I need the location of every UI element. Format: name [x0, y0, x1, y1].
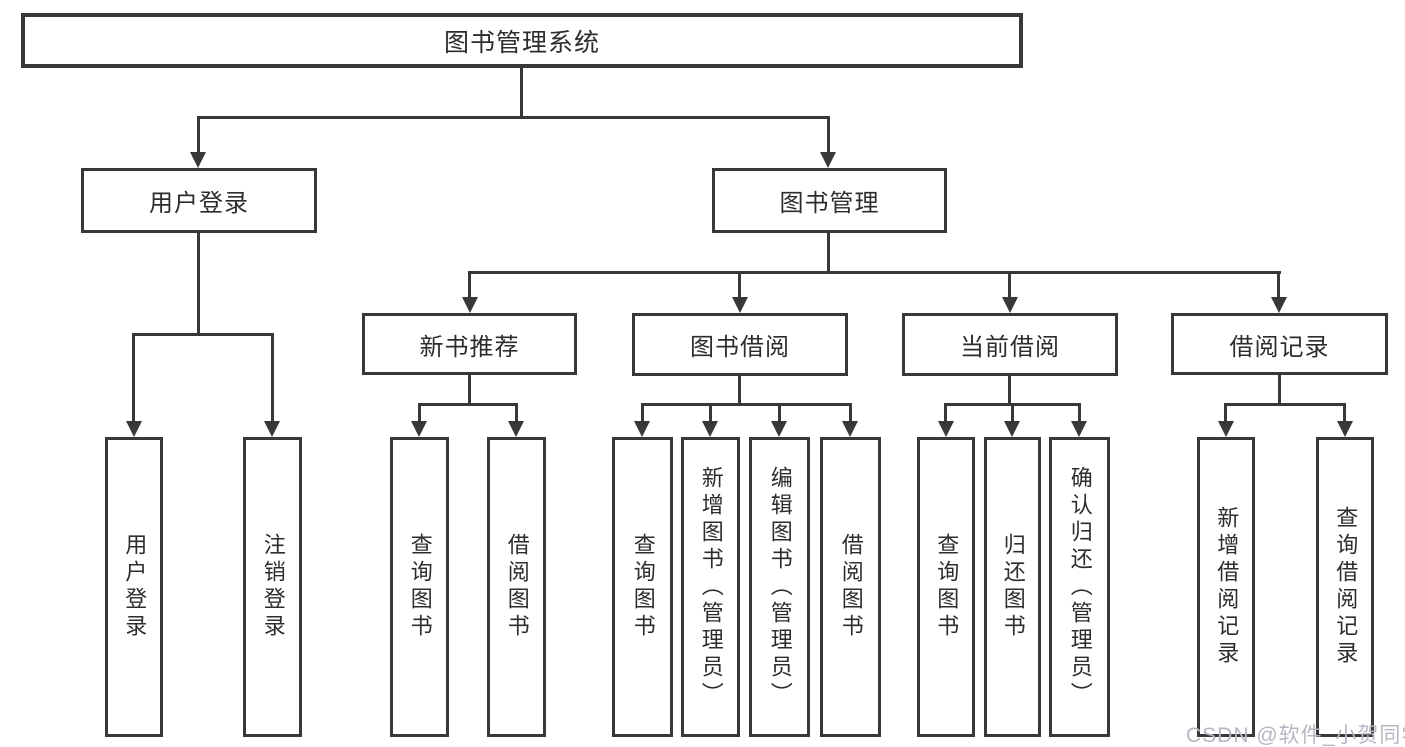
leaf-confirm-return-admin: 确认归还（管理员） — [1049, 437, 1110, 737]
arrow-to-leaf-login — [126, 421, 142, 437]
connector-records-stub-2 — [1343, 403, 1346, 421]
arrow-records-leaf-1 — [1218, 421, 1234, 437]
arrow-currentborrow-leaf-2 — [1004, 421, 1020, 437]
leaf-return-books-label: 归还图书 — [1000, 533, 1026, 641]
leaf-logout-label: 注销登录 — [260, 533, 286, 641]
arrow-to-new-books — [462, 297, 478, 313]
leaf-query-books-1-label: 查询图书 — [407, 533, 433, 641]
connector-currentborrow-stub-2 — [1011, 403, 1014, 421]
leaf-add-books-admin-label: 新增图书（管理员） — [698, 465, 724, 709]
arrow-to-leaf-logout — [264, 421, 280, 437]
node-new-book-recommend-label: 新书推荐 — [419, 333, 520, 361]
arrow-to-book-borrow — [732, 297, 748, 313]
arrow-currentborrow-leaf-3 — [1071, 421, 1087, 437]
connector-bookborrow-stub-3 — [778, 403, 781, 421]
node-library-system-label: 图书管理系统 — [443, 28, 600, 57]
leaf-query-borrow-record: 查询借阅记录 — [1316, 437, 1374, 737]
node-borrowing-records: 借阅记录 — [1171, 313, 1388, 375]
connector-bookborrow-branch — [641, 403, 851, 406]
connector-userlogin-branch — [132, 333, 274, 336]
connector-bookmgmt-branch — [468, 271, 1281, 274]
node-new-book-recommend: 新书推荐 — [362, 313, 577, 375]
connector-bookborrow-stub-4 — [849, 403, 852, 421]
connector-to-new-books — [468, 271, 471, 299]
arrow-bookborrow-leaf-1 — [634, 421, 650, 437]
connector-newbooks-stub-1 — [418, 403, 421, 421]
leaf-query-books-3: 查询图书 — [917, 437, 975, 737]
arrow-bookborrow-leaf-2 — [702, 421, 718, 437]
connector-newbooks-drop — [468, 375, 471, 406]
connector-to-borrow-records — [1277, 271, 1280, 299]
connector-to-book-mgmt — [827, 116, 830, 155]
leaf-query-borrow-record-label: 查询借阅记录 — [1333, 506, 1359, 668]
leaf-confirm-return-admin-label: 确认归还（管理员） — [1067, 465, 1093, 709]
node-user-login-label: 用户登录 — [149, 190, 249, 217]
node-current-borrowing-label: 当前借阅 — [960, 334, 1060, 361]
connector-bookborrow-drop — [738, 376, 741, 406]
node-user-login: 用户登录 — [81, 168, 317, 233]
arrow-to-borrow-records — [1271, 297, 1287, 313]
connector-to-current-borrow — [1008, 271, 1011, 299]
leaf-logout: 注销登录 — [243, 437, 302, 737]
node-book-borrowing-label: 图书借阅 — [690, 334, 790, 361]
leaf-query-books-1: 查询图书 — [390, 437, 449, 737]
connector-to-leaf-logout — [271, 333, 274, 421]
leaf-query-books-3-label: 查询图书 — [934, 533, 960, 641]
leaf-borrow-books-1-label: 借阅图书 — [504, 533, 530, 641]
node-borrowing-records-label: 借阅记录 — [1229, 333, 1330, 361]
connector-root-branch — [197, 116, 830, 119]
connector-records-stub-1 — [1224, 403, 1227, 421]
connector-root-drop — [520, 67, 523, 119]
connector-to-leaf-login — [132, 333, 135, 421]
connector-currentborrow-stub-1 — [944, 403, 947, 421]
connector-to-book-borrow — [738, 271, 741, 299]
leaf-query-books-2-label: 查询图书 — [630, 533, 656, 641]
csdn-watermark: CSDN @软件_小贺同学 — [1186, 724, 1405, 747]
leaf-user-login: 用户登录 — [105, 437, 163, 737]
leaf-query-books-2: 查询图书 — [612, 437, 673, 737]
connector-records-drop — [1278, 375, 1281, 406]
node-book-management-label: 图书管理 — [779, 190, 880, 217]
arrow-newbooks-leaf-2 — [508, 421, 524, 437]
leaf-borrow-books-2-label: 借阅图书 — [838, 533, 864, 641]
arrow-to-current-borrow — [1002, 297, 1018, 313]
arrow-newbooks-leaf-1 — [411, 421, 427, 437]
connector-bookborrow-stub-1 — [641, 403, 644, 421]
node-current-borrowing: 当前借阅 — [902, 313, 1118, 376]
connector-bookmgmt-drop — [827, 233, 830, 274]
arrow-to-book-mgmt — [820, 152, 836, 168]
leaf-edit-books-admin-label: 编辑图书（管理员） — [767, 465, 793, 709]
node-book-management: 图书管理 — [712, 168, 947, 233]
arrow-currentborrow-leaf-1 — [938, 421, 954, 437]
arrow-to-user-login — [190, 152, 206, 168]
connector-userlogin-drop — [197, 233, 200, 336]
arrow-bookborrow-leaf-3 — [771, 421, 787, 437]
leaf-return-books: 归还图书 — [984, 437, 1041, 737]
leaf-add-borrow-record: 新增借阅记录 — [1197, 437, 1255, 737]
leaf-borrow-books-2: 借阅图书 — [820, 437, 881, 737]
leaf-user-login-label: 用户登录 — [122, 533, 148, 641]
connector-newbooks-stub-2 — [515, 403, 518, 421]
arrow-records-leaf-2 — [1337, 421, 1353, 437]
connector-bookborrow-stub-2 — [709, 403, 712, 421]
connector-to-user-login — [197, 116, 200, 155]
leaf-add-books-admin: 新增图书（管理员） — [681, 437, 740, 737]
leaf-edit-books-admin: 编辑图书（管理员） — [749, 437, 810, 737]
node-book-borrowing: 图书借阅 — [632, 313, 848, 376]
connector-newbooks-branch — [418, 403, 518, 406]
leaf-add-borrow-record-label: 新增借阅记录 — [1214, 506, 1240, 668]
node-library-system: 图书管理系统 — [21, 13, 1023, 68]
arrow-bookborrow-leaf-4 — [842, 421, 858, 437]
leaf-borrow-books-1: 借阅图书 — [487, 437, 546, 737]
connector-currentborrow-stub-3 — [1078, 403, 1081, 421]
connector-currentborrow-drop — [1008, 376, 1011, 406]
connector-records-branch — [1224, 403, 1346, 406]
